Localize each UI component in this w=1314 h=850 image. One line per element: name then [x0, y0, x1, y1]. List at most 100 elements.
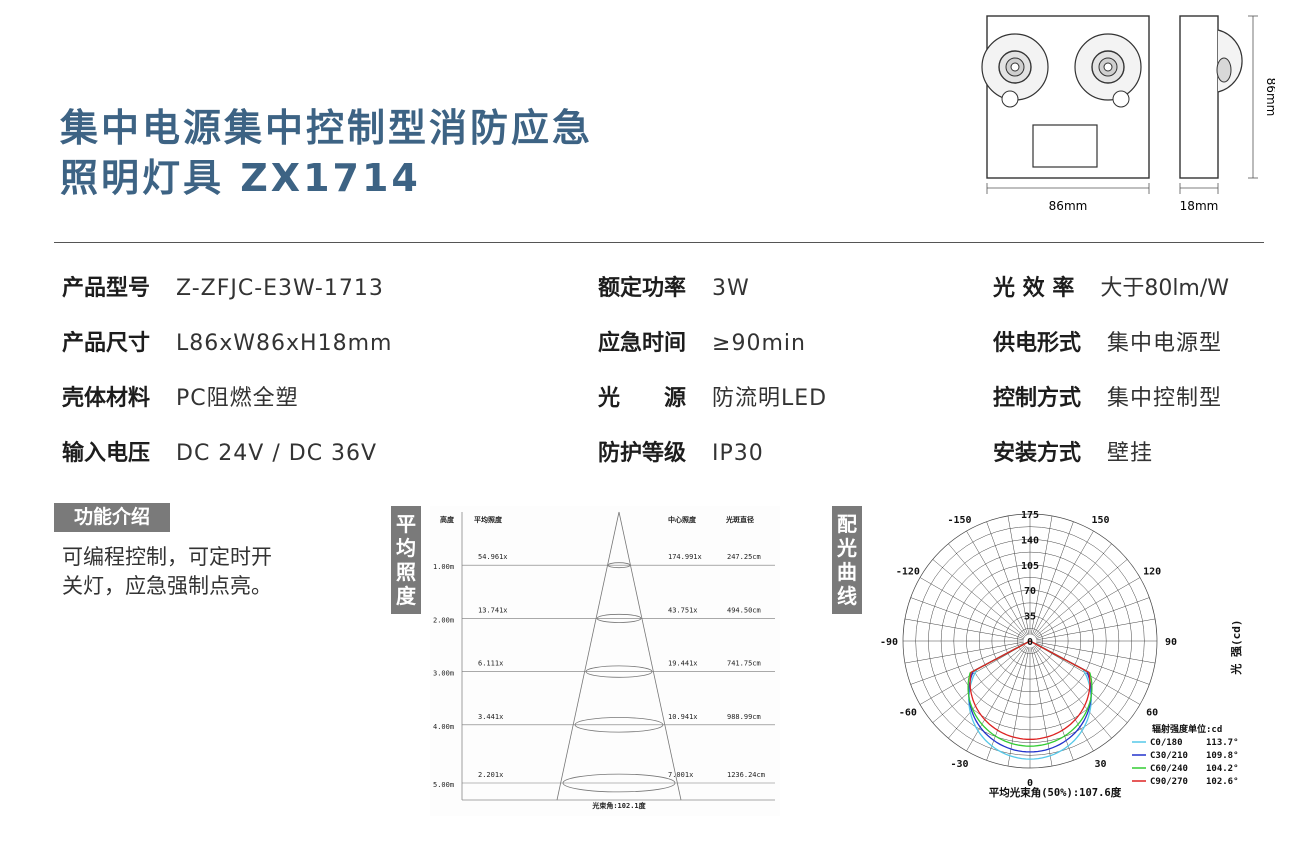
polar-spoke [1032, 646, 1094, 752]
header-center: 中心照度 [668, 515, 697, 524]
badge-char: 度 [396, 584, 416, 608]
radial-tick-label: 140 [1021, 535, 1039, 546]
legend-series-value: 102.6° [1206, 777, 1239, 787]
polar-spoke [1007, 515, 1030, 635]
light-spot-ellipse [574, 717, 664, 733]
legend-series-name: C0/180 [1150, 738, 1183, 748]
cone-edge-left [556, 511, 620, 801]
spec-value: 集中控制型 [1107, 386, 1223, 411]
row-spot-diameter: 494.50cm [727, 606, 761, 614]
header-height: 高度 [440, 515, 455, 524]
radial-tick-label: 70 [1024, 586, 1036, 597]
angle-tick-label: -60 [899, 708, 917, 719]
angle-tick-label: 90 [1165, 637, 1177, 648]
polar-spoke [1036, 641, 1156, 664]
light-spot-ellipse [607, 562, 631, 569]
polar-spoke [986, 521, 1029, 636]
spec-emergency-time: 应急时间≥90min [598, 331, 806, 357]
page-title-line-2: 照明灯具 ZX1714 [60, 156, 421, 200]
row-center-illuminance: 174.991x [668, 553, 702, 561]
row-average-illuminance: 2.201x [478, 771, 503, 779]
polar-spoke [904, 618, 1024, 641]
polar-spoke [910, 642, 1025, 685]
spec-value: L86xW86xH18mm [176, 331, 393, 356]
spec-value: Z-ZFJC-E3W-1713 [176, 276, 384, 301]
spec-label: 光 效 率 [993, 276, 1075, 301]
spec-value: 防流明LED [712, 386, 828, 411]
polar-spoke [1035, 597, 1150, 640]
legend-series-value: 113.7° [1206, 738, 1239, 748]
width-dimension-label: 86mm [1049, 199, 1088, 213]
polar-spoke [1031, 646, 1074, 761]
legend-series-value: 104.2° [1206, 764, 1239, 774]
distribution-curve [969, 640, 1091, 740]
polar-spoke [1007, 647, 1030, 767]
spec-label: 壳体材料 [62, 386, 151, 411]
row-average-illuminance: 54.961x [478, 553, 508, 561]
spec-light-source: 光 源防流明LED [598, 386, 827, 412]
feature-badge: 功能介绍 [54, 503, 170, 532]
polar-spoke [1034, 644, 1128, 723]
polar-spoke [1033, 543, 1112, 637]
polar-spoke [904, 641, 1024, 664]
angle-tick-label: 120 [1143, 567, 1161, 578]
illuminance-badge: 平 均 照 度 [391, 506, 421, 614]
distribution-curve [967, 640, 1093, 747]
spec-value: DC 24V / DC 36V [176, 441, 378, 466]
badge-char: 曲 [837, 560, 857, 584]
spec-installation: 安装方式壁挂 [993, 441, 1153, 467]
badge-char: 均 [396, 536, 416, 560]
polar-spoke [919, 577, 1025, 639]
product-dimension-drawing: 86mm 18mm 86mm [981, 15, 1275, 213]
spec-value: 集中电源型 [1107, 331, 1223, 356]
polar-spoke [1035, 577, 1141, 639]
spec-control: 控制方式集中控制型 [993, 386, 1222, 412]
row-spot-diameter: 741.75cm [727, 660, 761, 668]
polar-spoke [1034, 559, 1128, 638]
row-center-illuminance: 7.001x [668, 771, 693, 779]
spec-housing: 壳体材料 PC阻燃全塑 [62, 386, 299, 412]
page-title-line-1: 集中电源集中控制型消防应急 [60, 106, 594, 150]
badge-char: 照 [396, 560, 416, 584]
feature-description: 可编程控制，可定时开 关灯，应急强制点亮。 [62, 543, 332, 601]
spec-label: 产品尺寸 [62, 331, 151, 356]
polar-spoke [966, 530, 1028, 636]
spec-label: 防护等级 [598, 441, 687, 466]
angle-tick-label: -150 [947, 515, 971, 526]
spec-voltage: 输入电压 DC 24V / DC 36V [62, 441, 377, 467]
row-spot-diameter: 988.99cm [727, 713, 761, 721]
side-view [1179, 15, 1243, 179]
polar-spoke [910, 597, 1025, 640]
row-average-illuminance: 13.741x [478, 606, 508, 614]
row-center-illuminance: 19.441x [668, 660, 698, 668]
legend-series-name: C30/210 [1150, 751, 1188, 761]
spec-power-supply: 供电形式集中电源型 [993, 331, 1222, 357]
spec-value: 壁挂 [1107, 441, 1154, 466]
feature-line-1: 可编程控制，可定时开 [62, 545, 272, 569]
spec-label: 输入电压 [62, 441, 151, 466]
spec-value: IP30 [712, 441, 764, 466]
row-average-illuminance: 6.111x [478, 660, 503, 668]
spec-value: PC阻燃全塑 [176, 386, 299, 411]
polar-spoke [948, 645, 1027, 739]
legend-title: 辐射强度单位:cd [1152, 723, 1222, 735]
spec-value: ≥90min [712, 331, 806, 356]
angle-tick-label: -30 [950, 759, 968, 770]
badge-char: 平 [396, 512, 416, 536]
polar-spoke [966, 646, 1028, 752]
badge-char: 光 [837, 536, 857, 560]
radial-tick-label: 105 [1021, 561, 1039, 572]
badge-char: 线 [837, 584, 857, 608]
angle-tick-label: 60 [1146, 708, 1158, 719]
spec-label: 光 源 [598, 386, 687, 411]
spec-size: 产品尺寸 L86xW86xH18mm [62, 331, 392, 357]
row-height: 3.00m [433, 670, 454, 678]
spec-efficacy: 光 效 率大于80lm/W [993, 276, 1229, 302]
polar-spoke [1035, 642, 1150, 685]
radial-tick-label: 35 [1024, 612, 1036, 623]
polar-spoke [932, 559, 1026, 638]
cone-edge-right [618, 511, 682, 801]
spec-value: 3W [712, 276, 750, 301]
